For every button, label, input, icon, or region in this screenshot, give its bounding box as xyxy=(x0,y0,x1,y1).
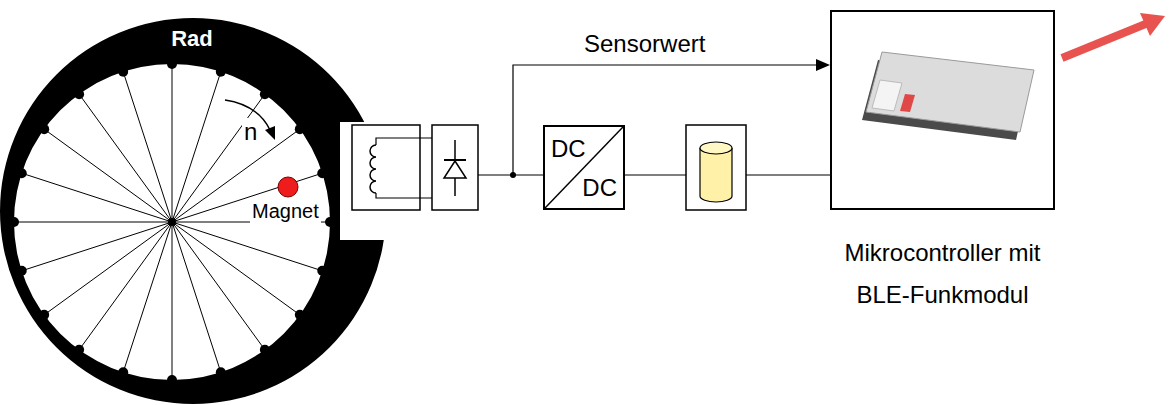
converter-label: DC xyxy=(582,174,617,202)
wheel-label: Rad xyxy=(171,26,213,51)
storage-box xyxy=(686,125,746,210)
spoke xyxy=(22,173,172,222)
wheel-spokes xyxy=(14,64,330,380)
magnet-dot xyxy=(278,177,298,197)
converter-label: DC xyxy=(551,135,586,163)
spoke xyxy=(123,222,172,372)
wheel-ring-outline xyxy=(0,18,386,404)
coil-symbol xyxy=(370,145,376,193)
sensor-arrowhead xyxy=(816,59,830,71)
module-shield xyxy=(866,52,1034,132)
spoke xyxy=(172,222,265,350)
microcontroller-box: Mikrocontroller mit BLE-Funkmodul xyxy=(830,10,1055,210)
module-caption: Mikrocontroller mit BLE-Funkmodul xyxy=(843,232,1043,316)
wire xyxy=(746,174,830,175)
wheel-ring: Rad xyxy=(0,18,386,404)
spoke xyxy=(172,222,322,271)
spoke xyxy=(22,222,172,271)
rotation-arrowhead xyxy=(265,126,275,140)
spoke xyxy=(172,222,173,380)
diode-symbol xyxy=(444,161,466,178)
spoke xyxy=(172,222,221,372)
radio-arrow xyxy=(1062,23,1148,58)
signal-label: Sensorwert xyxy=(582,30,707,58)
spoke xyxy=(172,222,300,315)
spoke xyxy=(172,72,221,222)
spoke xyxy=(14,222,172,223)
magnet-label: Magnet xyxy=(250,200,321,223)
radio-arrowhead xyxy=(1140,13,1165,36)
module-part xyxy=(900,94,915,112)
module-part xyxy=(872,80,902,111)
spoke xyxy=(44,222,172,315)
sensor-wire xyxy=(513,65,818,175)
coil-wires xyxy=(376,138,432,198)
spoke xyxy=(79,94,172,222)
wheel-hub xyxy=(168,218,176,226)
spoke xyxy=(44,129,172,222)
spoke xyxy=(123,72,172,222)
wire xyxy=(625,174,686,175)
rectifier-box xyxy=(432,125,478,210)
rotation-label: n xyxy=(242,118,259,146)
storage-cylinder xyxy=(700,148,732,202)
spoke xyxy=(79,222,172,350)
spoke xyxy=(172,64,173,222)
spoke xyxy=(172,173,322,222)
wheel-ring-shape xyxy=(0,18,386,404)
dcdc-converter-box: DC DC xyxy=(543,125,625,210)
storage-cylinder-top xyxy=(700,142,732,154)
